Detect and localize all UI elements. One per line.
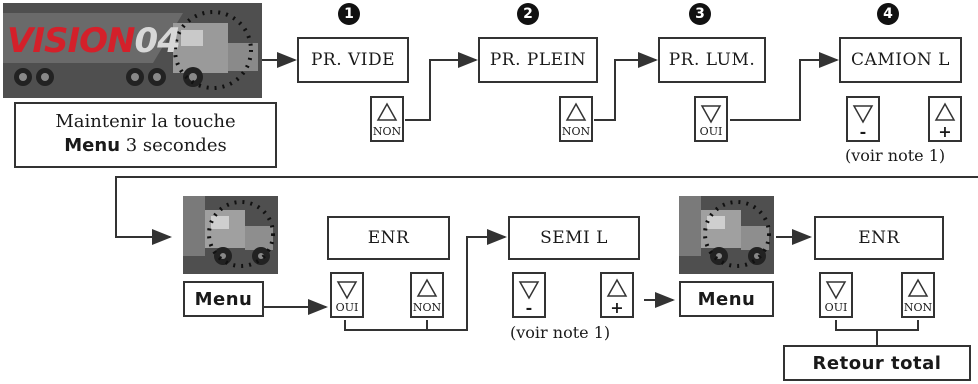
key-up-non-enr1[interactable]: NON: [410, 272, 444, 318]
key-down-oui-enr2[interactable]: OUI: [819, 272, 853, 318]
triangle-up-icon: [907, 278, 929, 297]
key-up-plus-4[interactable]: +: [928, 96, 962, 142]
key-down-minus-4[interactable]: -: [846, 96, 880, 142]
display-pr-plein: PR. PLEIN: [478, 37, 598, 83]
triangle-down-icon: [336, 281, 358, 300]
key-label: -: [525, 298, 533, 317]
truck-image-2: [679, 196, 774, 274]
logo-text-04: 04: [134, 21, 180, 61]
logo-text: VISION04: [7, 21, 181, 61]
display-enr-1: ENR: [327, 216, 450, 260]
key-up-non-2[interactable]: NON: [559, 96, 593, 142]
vision04-logo-image: VISION04: [3, 3, 262, 98]
step-number-1: 1: [338, 3, 360, 25]
instruction-line-2: Menu 3 secondes: [16, 134, 275, 158]
display-enr-2: ENR: [814, 216, 944, 260]
key-up-plus-semi[interactable]: +: [600, 272, 634, 318]
triangle-down-icon: [700, 105, 722, 124]
instruction-menu-word: Menu: [64, 135, 121, 156]
menu-button-2[interactable]: Menu: [679, 281, 774, 317]
key-label: NON: [903, 301, 933, 314]
logo-text-vision: VISION: [7, 21, 135, 61]
instruction-box: Maintenir la touche Menu 3 secondes: [14, 102, 277, 168]
triangle-up-icon: [606, 278, 628, 297]
display-pr-vide: PR. VIDE: [297, 37, 409, 83]
key-label: NON: [372, 125, 402, 138]
key-down-oui-3[interactable]: OUI: [694, 96, 728, 142]
key-label: NON: [412, 301, 442, 314]
retour-total-box: Retour total: [783, 345, 971, 381]
key-down-minus-semi[interactable]: -: [512, 272, 546, 318]
display-semi-l: SEMI L: [508, 216, 640, 260]
triangle-up-icon: [565, 102, 587, 121]
key-down-oui-enr1[interactable]: OUI: [330, 272, 364, 318]
key-up-non-1[interactable]: NON: [370, 96, 404, 142]
key-label: NON: [561, 125, 591, 138]
note-semi: (voir note 1): [510, 323, 611, 342]
triangle-up-icon: [934, 102, 956, 121]
step-number-2: 2: [517, 3, 539, 25]
triangle-down-icon: [852, 105, 874, 124]
triangle-down-icon: [825, 281, 847, 300]
triangle-up-icon: [376, 102, 398, 121]
display-pr-lum: PR. LUM.: [658, 37, 766, 83]
key-label: OUI: [824, 301, 848, 314]
key-label: OUI: [699, 125, 723, 138]
key-up-non-enr2[interactable]: NON: [901, 272, 935, 318]
truck-image-1: [183, 196, 278, 274]
triangle-down-icon: [518, 281, 540, 300]
display-camion-l: CAMION L: [839, 37, 962, 83]
note-camion: (voir note 1): [845, 146, 946, 165]
key-label: OUI: [335, 301, 359, 314]
instruction-line-1: Maintenir la touche: [55, 111, 236, 132]
triangle-up-icon: [416, 278, 438, 297]
step-number-4: 4: [877, 3, 899, 25]
step-number-3: 3: [689, 3, 711, 25]
key-label: +: [610, 298, 624, 317]
key-label: +: [938, 122, 952, 141]
instruction-seconds: 3 secondes: [120, 135, 227, 156]
key-label: -: [859, 122, 867, 141]
menu-button-1[interactable]: Menu: [183, 281, 264, 317]
